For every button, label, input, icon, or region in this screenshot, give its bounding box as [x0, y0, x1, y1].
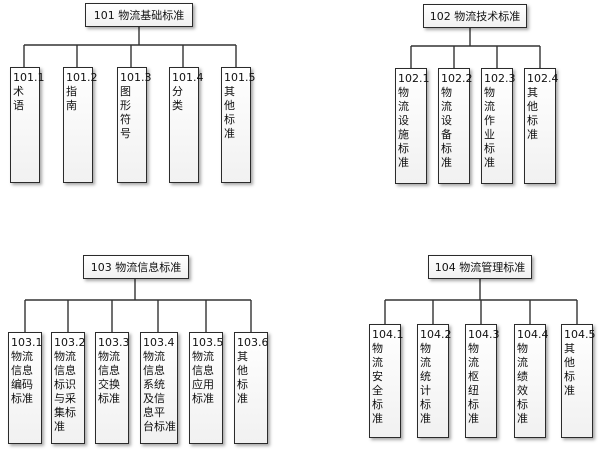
- child-node-102-3: 102.3 物 流 作 业 标 准: [481, 68, 516, 184]
- child-node-104-2: 104.2 物 流 统 计 标 准: [417, 324, 452, 438]
- child-node-104-4: 104.4 物 流 绩 效 标 准: [514, 324, 549, 438]
- child-node-101-5: 101.5 其 他 标 准: [221, 67, 256, 183]
- root-node-101: 101 物流基础标准: [85, 3, 193, 27]
- child-node-102-2: 102.2 物 流 设 备 标 准: [438, 68, 473, 184]
- child-node-103-1: 103.1 物流 信息 编码 标准: [8, 332, 43, 444]
- root-node-103: 103 物流信息标准: [83, 255, 189, 279]
- child-node-104-5: 104.5 其 他 标 准: [561, 324, 596, 438]
- root-node-104: 104 物流管理标准: [428, 255, 532, 279]
- child-node-103-6: 103.6 其 他 标 准: [234, 332, 269, 444]
- child-node-103-4: 103.4 物流 信息 系统 及信 息平 台标准: [140, 332, 178, 444]
- root-node-102: 102 物流技术标准: [423, 4, 527, 28]
- child-node-104-1: 104.1 物 流 安 全 标 准: [369, 324, 404, 438]
- child-node-102-4: 102.4 其 他 标 准: [524, 68, 559, 184]
- child-node-104-3: 104.3 物 流 枢 纽 标 准: [465, 324, 500, 438]
- child-node-101-3: 101.3 图 形 符 号: [117, 67, 152, 183]
- child-node-101-2: 101.2 指 南: [63, 67, 98, 183]
- child-node-103-2: 103.2 物流 信息 标识 与采 集标 准: [51, 332, 86, 444]
- child-node-101-4: 101.4 分 类: [169, 67, 204, 183]
- child-node-102-1: 102.1 物 流 设 施 标 准: [395, 68, 430, 184]
- child-node-101-1: 101.1 术 语: [10, 67, 45, 183]
- child-node-103-3: 103.3 物流 信息 交换 标准: [95, 332, 130, 444]
- child-node-103-5: 103.5 物流 信息 应用 标准: [189, 332, 224, 444]
